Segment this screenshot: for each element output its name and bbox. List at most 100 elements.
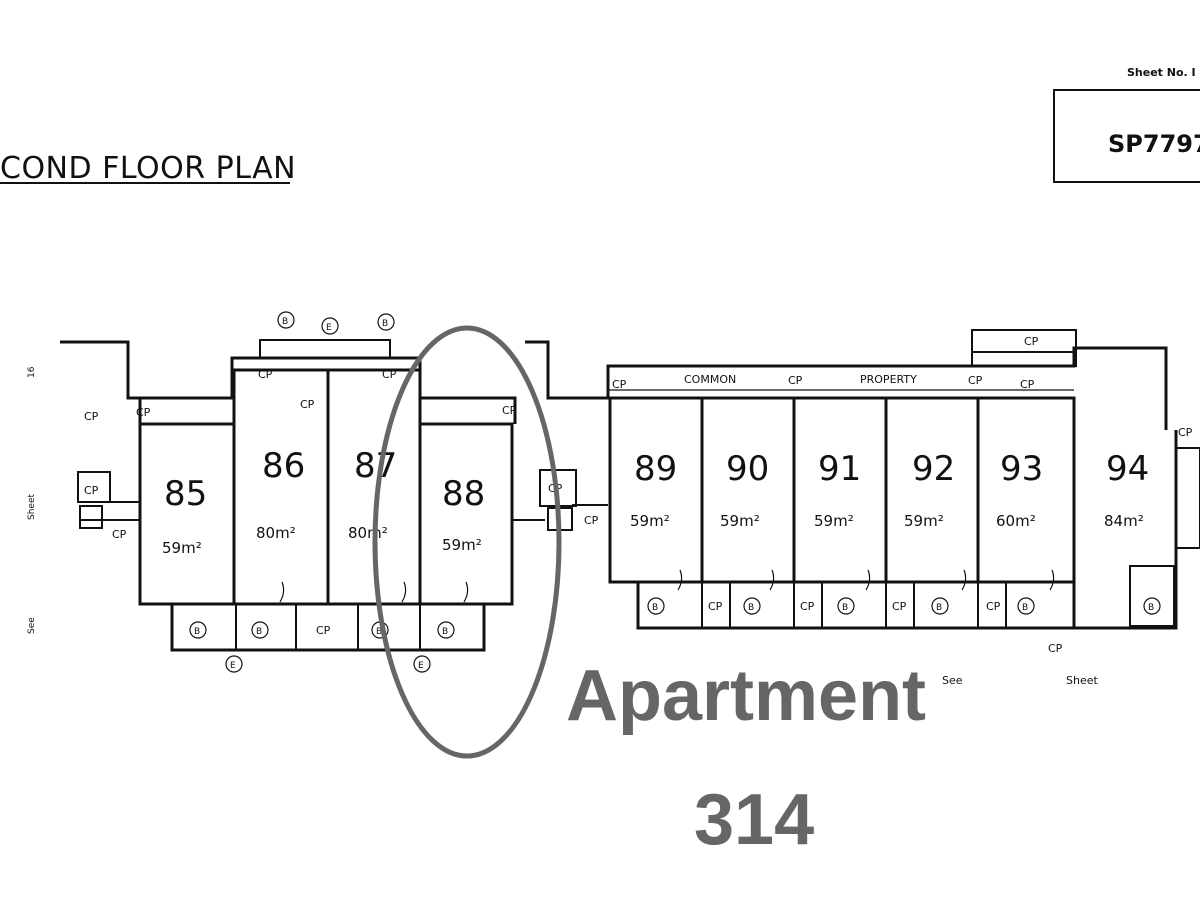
- left-cp-subbox: [79, 505, 103, 529]
- door-swing: [463, 581, 469, 603]
- unit-area: 59m²: [630, 512, 670, 530]
- svg-text:B: B: [748, 603, 754, 613]
- unit-87-label: 87 80m²: [348, 446, 397, 542]
- left-bottom-strip: [170, 604, 486, 652]
- unit-89-label: 89 59m²: [630, 449, 677, 530]
- b-marker: B: [837, 597, 855, 615]
- right-edge-box: [1175, 447, 1200, 549]
- cp-label: CP: [258, 368, 273, 381]
- unit-93-outline: [976, 396, 1076, 584]
- unit-89-outline: [608, 396, 704, 584]
- highlight-ellipse: [372, 325, 562, 759]
- svg-text:B: B: [376, 627, 382, 637]
- door-swing: [279, 581, 285, 603]
- unit-area: 59m²: [814, 512, 854, 530]
- svg-text:B: B: [936, 603, 942, 613]
- unit-number: 89: [634, 449, 677, 489]
- unit-90-label: 90 59m²: [720, 449, 769, 530]
- unit-number: 90: [726, 449, 769, 489]
- unit-91-label: 91 59m²: [814, 449, 861, 530]
- unit-number: 92: [912, 449, 955, 489]
- margin-label-top: 16: [27, 366, 37, 378]
- unit-92-outline: [884, 396, 980, 584]
- b-marker: B: [377, 313, 395, 331]
- unit-number: 94: [1106, 449, 1149, 489]
- svg-text:B: B: [282, 317, 288, 327]
- right-block-outline: [525, 340, 1168, 430]
- unit-88-label: 88 59m²: [442, 474, 485, 554]
- b-marker: B: [277, 311, 295, 329]
- cp-label: CP: [708, 600, 723, 613]
- sheet-number: SP7797: [1108, 130, 1200, 158]
- door-swing: [1049, 569, 1055, 591]
- unit-88-outline: [418, 422, 514, 606]
- b-marker: B: [189, 621, 207, 639]
- unit-area: 60m²: [996, 512, 1036, 530]
- b-marker: B: [1017, 597, 1035, 615]
- unit-area: 59m²: [904, 512, 944, 530]
- unit-area: 84m²: [1104, 512, 1144, 530]
- unit-92-label: 92 59m²: [904, 449, 955, 530]
- cp-label: CP: [968, 374, 983, 387]
- door-swing: [865, 569, 871, 591]
- top-right-cp-box: [971, 329, 1077, 367]
- door-swing: [677, 569, 683, 591]
- sheet-ref-label: Sheet: [1066, 674, 1098, 687]
- b-marker: B: [647, 597, 665, 615]
- cp-label: CP: [382, 368, 397, 381]
- svg-text:B: B: [442, 627, 448, 637]
- cp-label: CP: [1020, 378, 1035, 391]
- unit-86-label: 86 80m²: [256, 446, 305, 542]
- see-label: See: [942, 674, 963, 687]
- unit-number: 93: [1000, 449, 1043, 489]
- cp-label: CP: [1024, 335, 1039, 348]
- b-marker: B: [437, 621, 455, 639]
- svg-text:B: B: [256, 627, 262, 637]
- svg-text:E: E: [418, 661, 424, 671]
- unit-85-outline: [138, 422, 236, 606]
- svg-text:B: B: [652, 603, 658, 613]
- sheet-number-box: [1053, 89, 1200, 183]
- cp-label: CP: [502, 404, 517, 417]
- unit-number: 86: [262, 446, 305, 486]
- cp-label: CP: [584, 514, 599, 527]
- cp-label: CP: [84, 484, 99, 497]
- unit-number: 91: [818, 449, 861, 489]
- cp-label: CP: [300, 398, 315, 411]
- cp-label: CP: [1178, 426, 1193, 439]
- unit-area: 59m²: [720, 512, 760, 530]
- svg-text:B: B: [1148, 603, 1154, 613]
- cp-label: CP: [986, 600, 1001, 613]
- svg-text:E: E: [230, 661, 236, 671]
- right-bottom-strip: [636, 582, 1074, 630]
- e-marker: E: [225, 655, 243, 673]
- unit-93-label: 93 60m²: [996, 449, 1043, 530]
- unit-number: 88: [442, 474, 485, 514]
- unit-area: 80m²: [256, 524, 296, 542]
- svg-text:E: E: [326, 323, 332, 333]
- door-swing: [769, 569, 775, 591]
- margin-label-bottom: See: [27, 617, 37, 634]
- door-swing: [961, 569, 967, 591]
- svg-text:B: B: [842, 603, 848, 613]
- apartment-label: Apartment: [566, 656, 926, 736]
- unit-94-label: 94 84m²: [1104, 449, 1149, 530]
- property-label: PROPERTY: [860, 373, 917, 386]
- cp-label: CP: [800, 600, 815, 613]
- cp-label: CP: [84, 410, 99, 423]
- sheet-no-label: Sheet No. I: [1127, 66, 1196, 79]
- apartment-number: 314: [694, 780, 814, 860]
- b-marker: B: [251, 621, 269, 639]
- b-marker: B: [1143, 597, 1161, 615]
- unit-number: 87: [354, 446, 397, 486]
- cp-label: CP: [316, 624, 331, 637]
- margin-label-mid: Sheet: [27, 494, 37, 520]
- left-block-outline: [60, 340, 517, 424]
- cp-label: CP: [612, 378, 627, 391]
- svg-text:B: B: [382, 319, 388, 329]
- plan-title: COND FLOOR PLAN: [0, 151, 296, 186]
- unit-85-label: 85 59m²: [162, 474, 207, 557]
- top-balcony: [259, 339, 391, 359]
- cp-label: CP: [112, 528, 127, 541]
